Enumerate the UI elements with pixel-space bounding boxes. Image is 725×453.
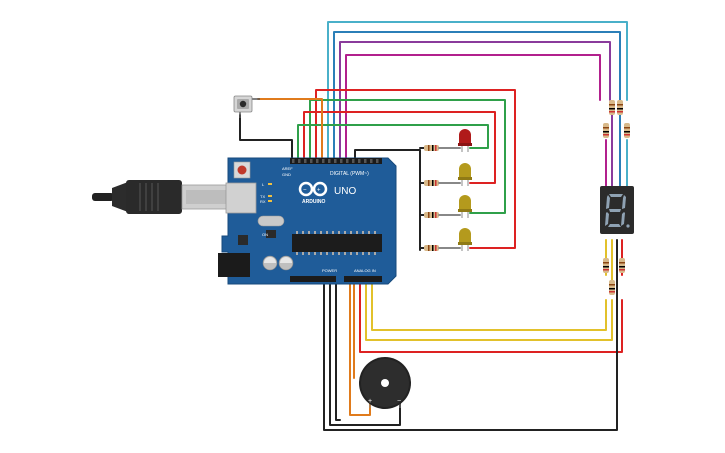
- resistor[interactable]: [424, 145, 439, 151]
- wire-yellow-2[interactable]: [365, 279, 613, 341]
- wire-black-gnd-1[interactable]: [329, 279, 401, 426]
- board-rx-label: RX: [260, 199, 266, 204]
- buzzer-minus-label: −: [397, 398, 401, 405]
- resistor[interactable]: [609, 100, 615, 115]
- wire-black-led-gnd[interactable]: [354, 149, 421, 251]
- board-tx-label: TX: [260, 194, 265, 199]
- wire-black-led-branches: [419, 147, 426, 249]
- logo-plus: +: [317, 188, 321, 194]
- led-yellow[interactable]: [458, 195, 472, 218]
- power-jack[interactable]: [218, 253, 250, 277]
- leds: [458, 129, 472, 251]
- wire-red-led2[interactable]: [303, 111, 496, 184]
- usb-plug-icon: [92, 180, 231, 214]
- resistor[interactable]: [609, 280, 615, 295]
- resistor[interactable]: [424, 180, 439, 186]
- resistor[interactable]: [424, 212, 439, 218]
- reset-button-icon[interactable]: [237, 165, 247, 175]
- seven-segment-display[interactable]: [600, 186, 634, 234]
- board-gnd-label: GND: [282, 172, 291, 177]
- led-yellow[interactable]: [458, 163, 472, 186]
- wire-orange-button[interactable]: [257, 98, 323, 161]
- board-l-label: L: [262, 182, 265, 187]
- buzzer-hole: [381, 379, 389, 387]
- board-power-label: POWER: [322, 268, 337, 273]
- wire-black-gnd-2[interactable]: [323, 239, 618, 431]
- resistor[interactable]: [603, 123, 609, 138]
- wire-red-seg[interactable]: [359, 279, 623, 353]
- resistor-led-leads: [438, 147, 461, 249]
- led-red[interactable]: [458, 129, 472, 152]
- wire-red-led4[interactable]: [315, 89, 516, 249]
- wire-green-led3[interactable]: [309, 99, 506, 214]
- wire-green-led1[interactable]: [297, 124, 489, 161]
- board-on-label: ON: [262, 232, 268, 237]
- buzzer-plus-label: +: [368, 398, 372, 405]
- resistor[interactable]: [624, 123, 630, 138]
- board-brand: ARDUINO: [302, 199, 325, 205]
- pushbutton-icon: [239, 100, 247, 108]
- power-header[interactable]: [290, 276, 336, 282]
- arduino-infinity-logo-icon: [298, 181, 328, 197]
- resistor[interactable]: [617, 100, 623, 115]
- resistors: [424, 100, 630, 295]
- wire-blue[interactable]: [333, 31, 621, 161]
- arduino-uno-board[interactable]: − + ARDUINO UNO DIGITAL (PWM~) POWER ANA…: [218, 157, 397, 285]
- pushbutton[interactable]: [233, 95, 260, 118]
- piezo-buzzer[interactable]: + −: [359, 357, 411, 409]
- board-analog-label: ANALOG IN: [354, 268, 376, 273]
- led-yellow[interactable]: [458, 228, 472, 251]
- board-aref-label: AREF: [282, 166, 293, 171]
- resistor[interactable]: [619, 258, 625, 273]
- board-digital-label: DIGITAL (PWM~): [330, 171, 369, 177]
- microcontroller-chip: [292, 234, 382, 252]
- wire-yellow-1[interactable]: [371, 279, 607, 331]
- analog-header[interactable]: [344, 276, 382, 282]
- wire-black-gnd-3[interactable]: [335, 279, 341, 421]
- resistor[interactable]: [424, 245, 439, 251]
- wires: [239, 21, 628, 431]
- wire-magenta[interactable]: [345, 54, 601, 161]
- resistor[interactable]: [603, 258, 609, 273]
- logo-minus: −: [303, 188, 307, 194]
- board-model: UNO: [334, 186, 356, 197]
- wire-black-button-gnd[interactable]: [239, 114, 293, 161]
